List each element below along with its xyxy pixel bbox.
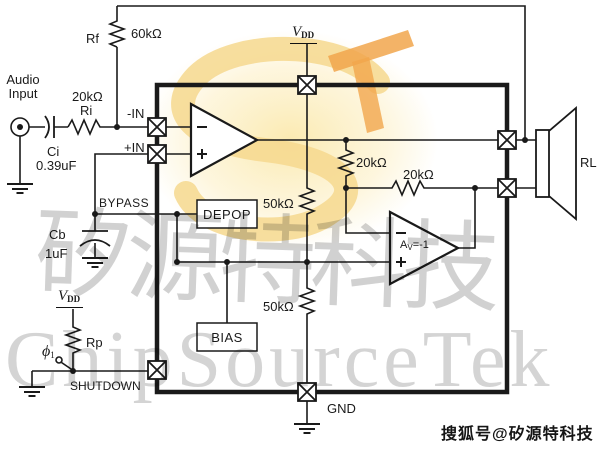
amp1-input-wires [166,126,191,155]
ci-label: Ci [47,144,60,159]
ri-label: Ri [80,103,93,118]
vdd-label-top: VDD [290,24,318,44]
ri-value: 20kΩ [72,89,103,104]
amp1-plus-icon [197,149,207,159]
resistor-rf-feedback [107,5,526,140]
speaker-icon [516,106,577,221]
r20k-horizontal-value: 20kΩ [403,167,434,182]
amp1-opamp [189,102,260,178]
pad-vo2 [497,178,517,198]
pad-vdd [297,75,317,95]
audio-input-line2: Input [8,86,38,101]
footer-watermark: 搜狐号@矽源特科技 [441,426,594,443]
audio-input-line1: Audio [6,72,40,87]
resistor-20k-vertical [336,140,356,188]
load-label: RL [580,155,597,170]
vdd-top-base: V [292,24,302,40]
ci-value: 0.39uF [36,158,77,173]
watermark-latin: ChipSourceTek [5,316,554,404]
resistor-20k-horizontal [346,178,498,198]
neg-in-pin-label: -IN [127,106,145,121]
pad-vo1 [497,130,517,150]
audio-input-jack [7,117,33,194]
audio-input-label: Audio Input [2,73,44,101]
resistor-ri [67,117,148,137]
r20k-vertical-value: 20kΩ [356,155,387,170]
watermark-cjk: 矽源特科技 [32,201,496,325]
pos-in-pin-label: +IN [124,140,145,155]
capacitor-ci [29,115,68,139]
pad-neg-in [147,117,167,137]
rf-label: Rf [86,31,99,46]
rf-value: 60kΩ [131,26,162,41]
vdd-top-sub: DD [301,30,315,40]
pad-pos-in [147,144,167,164]
gnd-ground [294,401,320,434]
